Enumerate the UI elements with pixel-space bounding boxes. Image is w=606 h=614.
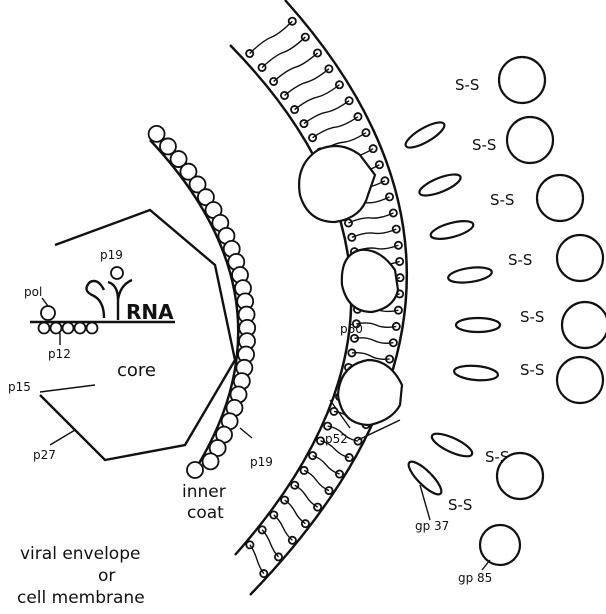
- label-inner-coat-2: coat: [187, 503, 224, 523]
- p19-core-bead: [111, 267, 123, 279]
- disulfide-label: S-S: [455, 76, 479, 94]
- inner-coat-bead: [149, 126, 165, 142]
- label-p19-core: p19: [100, 248, 123, 262]
- gp37-ellipse: [456, 318, 500, 332]
- lipid-tail: [355, 338, 394, 343]
- label-rna: RNA: [126, 300, 174, 324]
- label-p15: p15: [8, 380, 31, 394]
- gp85-knob: [480, 525, 520, 565]
- label-gp37: gp 37: [415, 519, 449, 533]
- gp85-knob: [562, 302, 606, 348]
- lipid-tail: [295, 85, 340, 110]
- lipid-head-outer: [354, 113, 361, 120]
- label-envelope-1: viral envelope: [20, 544, 140, 564]
- disulfide-label: S-S: [472, 136, 496, 154]
- pol-leader: [42, 298, 48, 306]
- lipid-tail: [313, 456, 340, 474]
- p52-blob: [338, 360, 402, 425]
- lipid-tail: [313, 117, 358, 138]
- gp37-ellipse: [453, 364, 498, 382]
- pol-bead: [41, 306, 55, 320]
- lipid-head-outer: [370, 145, 377, 152]
- label-pol: pol: [24, 285, 42, 299]
- lipid-tail: [262, 530, 278, 557]
- p12-beads: [39, 323, 98, 334]
- disulfide-label: S-S: [448, 496, 472, 514]
- gp37-ellipse: [429, 218, 475, 243]
- p27-leader: [50, 430, 75, 445]
- p19-coat-leader: [240, 428, 252, 438]
- gp37-ellipse: [429, 429, 475, 460]
- inner-coat-bead: [203, 453, 219, 469]
- lipid-tail: [304, 101, 349, 124]
- lipid-tail: [262, 37, 305, 67]
- gp85-knob: [557, 357, 603, 403]
- lipid-tail: [250, 21, 293, 53]
- disulfide-label: S-S: [520, 308, 544, 326]
- lipid-tail: [352, 229, 396, 237]
- p12-bead: [51, 323, 62, 334]
- gp85-leader: [482, 560, 490, 570]
- gp37-ellipse: [417, 170, 463, 199]
- p12-bead: [75, 323, 86, 334]
- p60-upper-blob: [299, 146, 375, 222]
- disulfide-label: S-S: [490, 191, 514, 209]
- label-p52: p52: [325, 432, 348, 446]
- lipid-tail: [304, 470, 329, 490]
- label-p19-coat: p19: [250, 455, 273, 469]
- inner-coat-bead: [187, 462, 203, 478]
- gp37-ellipse: [402, 118, 447, 152]
- label-p27: p27: [33, 448, 56, 462]
- p60-blob: [342, 250, 398, 312]
- p15-leader: [40, 385, 95, 392]
- label-envelope-2: or: [98, 566, 115, 586]
- core-hexagon: [40, 210, 235, 460]
- gp37-ellipse: [404, 457, 445, 498]
- gp85-knob: [499, 57, 545, 103]
- gp85-knob: [497, 453, 543, 499]
- p12-bead: [87, 323, 98, 334]
- lipid-tail: [250, 545, 264, 574]
- lipid-head-outer: [381, 177, 388, 184]
- label-envelope-3: cell membrane: [17, 588, 145, 608]
- label-core: core: [117, 360, 156, 381]
- p19-core-hook: [86, 281, 104, 318]
- gp37-ellipse: [447, 265, 493, 285]
- p12-bead: [39, 323, 50, 334]
- lipid-head-outer: [393, 226, 400, 233]
- lipid-tail: [274, 53, 318, 82]
- lipid-tail: [284, 69, 328, 96]
- gp85-knob: [557, 235, 603, 281]
- label-gp85: gp 85: [458, 571, 492, 585]
- lipid-head-outer: [362, 129, 369, 136]
- core-shell: [40, 210, 235, 460]
- lipid-tail: [352, 353, 390, 360]
- lipid-tail: [285, 500, 306, 524]
- gp85-knob: [537, 175, 583, 221]
- gp85-knob: [507, 117, 553, 163]
- envelope-spikes: S-SS-SS-SS-SS-SS-SS-SS-S: [402, 57, 606, 565]
- disulfide-label: S-S: [508, 251, 532, 269]
- disulfide-label: S-S: [520, 361, 544, 379]
- inner-proteins: [299, 146, 402, 440]
- label-p60: p60: [340, 322, 363, 336]
- label-p12: p12: [48, 347, 71, 361]
- label-inner-coat-1: inner: [182, 482, 226, 502]
- lipid-tail: [295, 485, 318, 507]
- p12-bead: [63, 323, 74, 334]
- lipid-tail: [274, 515, 293, 540]
